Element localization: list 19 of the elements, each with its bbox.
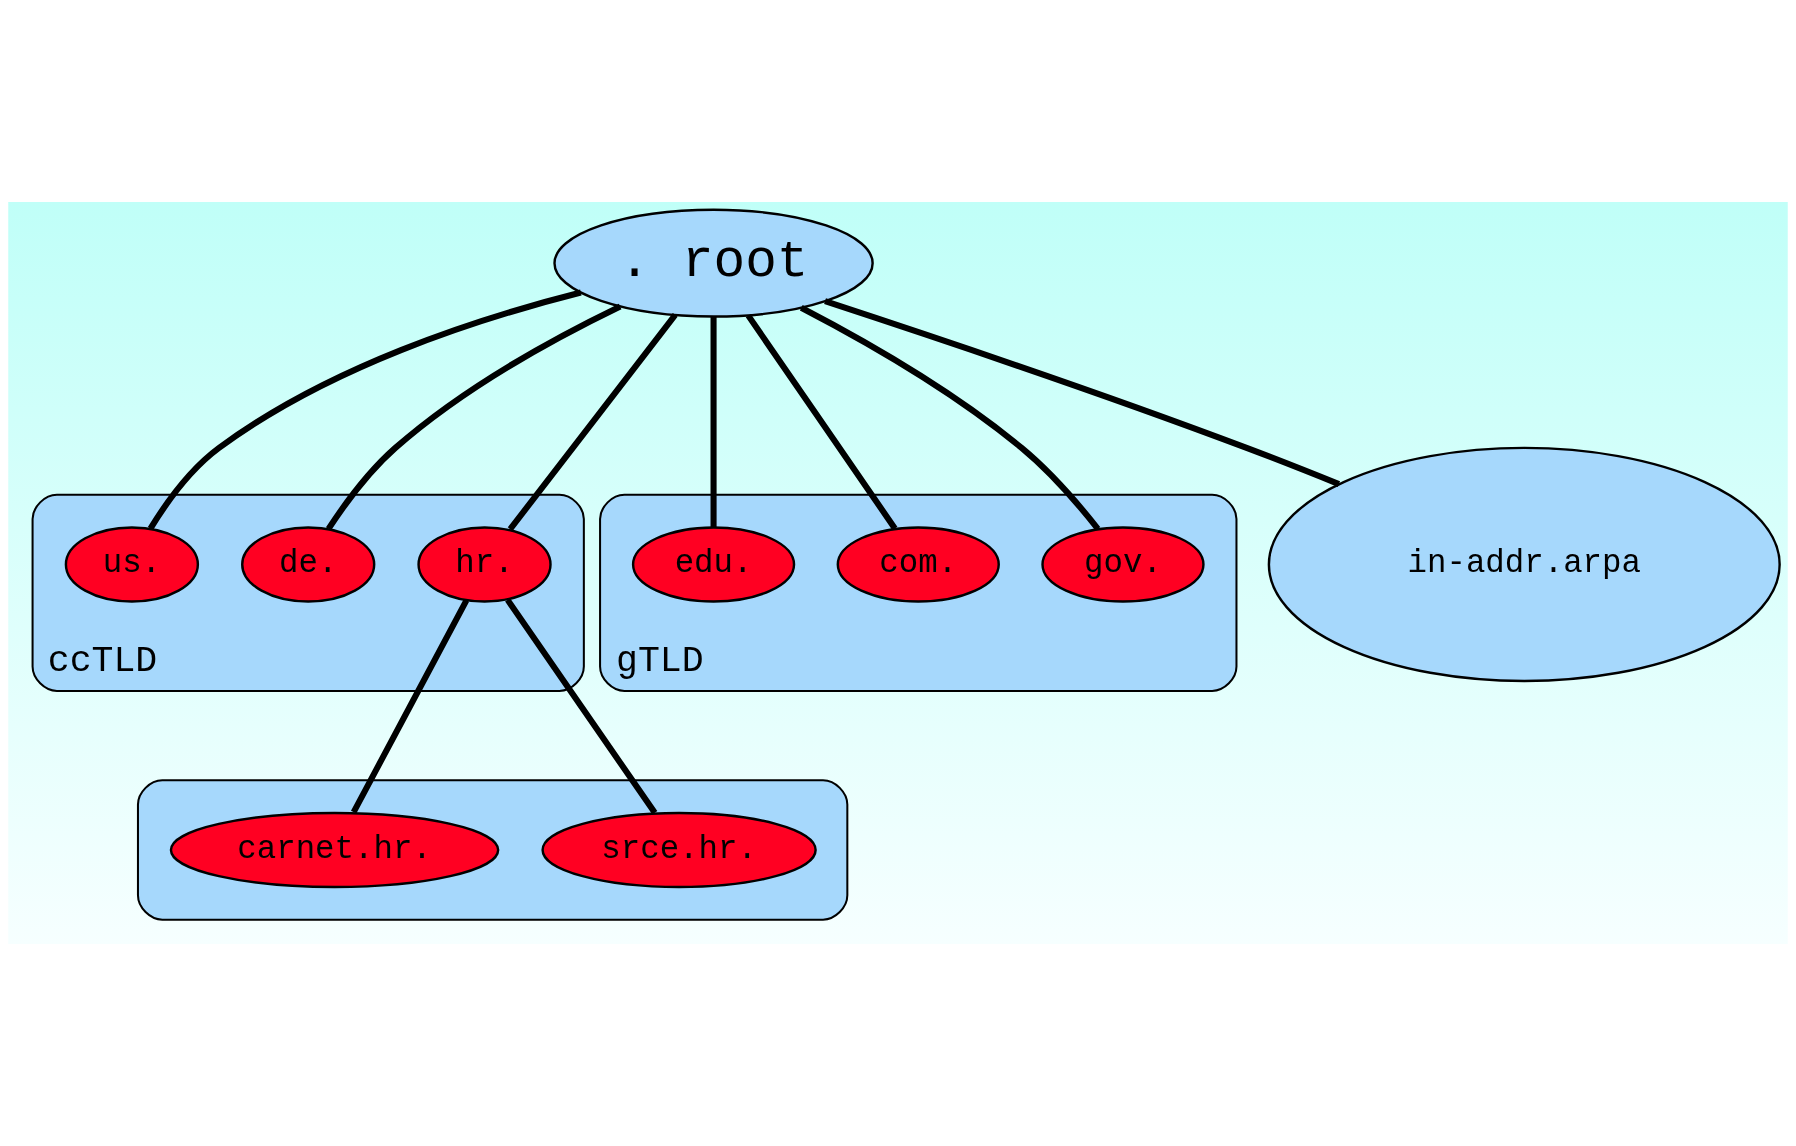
node-ellipse: carnet.hr.	[169, 811, 500, 889]
connector	[325, 303, 622, 531]
connector	[824, 298, 1341, 487]
node-ellipse: hr.	[417, 526, 552, 603]
cluster	[136, 779, 849, 921]
node-ellipse: edu.	[631, 526, 796, 603]
node-ellipse: in-addr.arpa	[1267, 446, 1781, 683]
connector	[147, 289, 582, 531]
node-ellipse: us.	[64, 526, 200, 603]
connector	[507, 313, 678, 531]
node-ellipse: gov.	[1041, 526, 1205, 603]
node-ellipse: . root	[553, 208, 874, 318]
node-ellipse: com.	[836, 526, 1000, 603]
node-ellipse: de.	[241, 526, 376, 603]
connector	[799, 305, 1101, 531]
connector	[710, 316, 717, 527]
connector	[505, 598, 658, 815]
node-ellipse: srce.hr.	[541, 811, 817, 889]
connector	[745, 313, 898, 531]
